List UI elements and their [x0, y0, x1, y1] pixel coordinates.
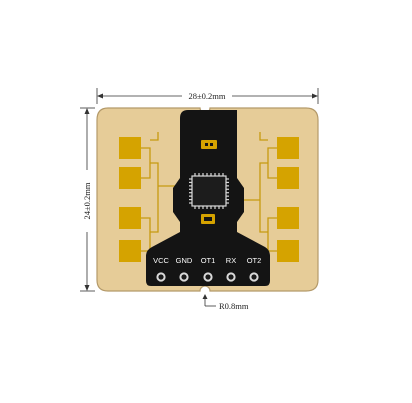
- antenna-patch-left-1: [119, 137, 141, 159]
- top-component: [201, 140, 217, 149]
- antenna-patch-left-3: [119, 207, 141, 229]
- ic-pin: [194, 173, 196, 176]
- ic-pin: [226, 202, 229, 204]
- antenna-patch-right-1: [277, 137, 299, 159]
- pin-label-ot2: OT2: [247, 256, 262, 265]
- ic-pin: [214, 173, 216, 176]
- pin-label-vcc: VCC: [153, 256, 169, 265]
- pin-gnd: GND: [176, 256, 193, 282]
- notch-callout: [202, 294, 216, 307]
- ic-pin: [226, 181, 229, 184]
- pin-hole-gnd: [179, 272, 189, 282]
- ic-pin: [206, 173, 208, 176]
- pin-ot1: OT1: [201, 256, 216, 282]
- ic-pin: [226, 178, 229, 180]
- ic-pin: [226, 198, 229, 201]
- ic-pin: [210, 173, 212, 176]
- ic-pin: [202, 206, 204, 209]
- ic-pin: [202, 173, 204, 176]
- ic-pin: [189, 195, 192, 197]
- ic-pin: [189, 202, 192, 204]
- ic-pin: [198, 206, 200, 209]
- pin-hole-ot1: [203, 272, 213, 282]
- left-antenna-array: [119, 132, 180, 262]
- ic-pin: [198, 173, 200, 176]
- ic-pin: [222, 173, 224, 176]
- pin-header: VCC GND OT1 RX OT2: [153, 256, 262, 282]
- width-dimension: [96, 88, 319, 104]
- pin-vcc: VCC: [153, 256, 169, 282]
- antenna-patch-left-4: [119, 240, 141, 262]
- antenna-patch-right-2: [277, 167, 299, 189]
- pin-hole-rx: [226, 272, 236, 282]
- antenna-patch-left-2: [119, 167, 141, 189]
- pin-ot2: OT2: [247, 256, 262, 282]
- width-label: 28±0.2mm: [188, 91, 225, 101]
- ic-pin: [210, 206, 212, 209]
- height-label: 24±0.2mm: [82, 182, 92, 219]
- pin-label-gnd: GND: [176, 256, 193, 265]
- ic-pin: [189, 181, 192, 184]
- antenna-patch-right-4: [277, 240, 299, 262]
- height-dimension: [80, 107, 95, 292]
- ic-pin: [189, 188, 192, 190]
- ic-pin: [206, 206, 208, 209]
- ic-pin: [226, 192, 229, 194]
- ic-pin: [214, 206, 216, 209]
- ic-pin: [226, 188, 229, 190]
- pin-rx: RX: [226, 256, 236, 282]
- ic-pin: [218, 206, 220, 209]
- main-ic-chip: [189, 173, 229, 209]
- pin-label-rx: RX: [226, 256, 236, 265]
- ic-pin: [218, 173, 220, 176]
- ic-pin: [189, 178, 192, 180]
- ic-pin: [226, 185, 229, 187]
- ic-body: [191, 175, 227, 207]
- notch-radius-label: R0.8mm: [219, 301, 249, 311]
- ic-pin: [226, 195, 229, 197]
- feed-lines-left: [141, 132, 180, 252]
- ic-pin: [189, 192, 192, 194]
- bottom-component: [201, 214, 215, 224]
- ic-pin: [189, 185, 192, 187]
- pin-label-ot1: OT1: [201, 256, 216, 265]
- ic-pin: [194, 206, 196, 209]
- pin-hole-ot2: [249, 272, 259, 282]
- right-antenna-array: [238, 132, 299, 262]
- antenna-patch-right-3: [277, 207, 299, 229]
- ic-pins: [189, 173, 229, 209]
- pin-hole-vcc: [156, 272, 166, 282]
- ic-pin: [222, 206, 224, 209]
- ic-pin: [189, 198, 192, 201]
